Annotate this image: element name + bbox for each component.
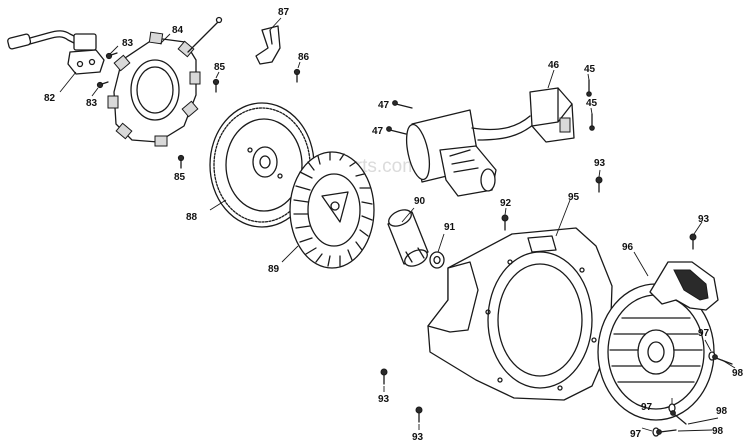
callout-93-upper-right: 93 (594, 158, 606, 169)
leader-lines (59, 17, 736, 432)
callout-93-right: 93 (698, 214, 710, 225)
bolt-93-bottom (415, 406, 423, 423)
callout-93-bottom-left: 93 (378, 394, 390, 405)
callout-97-right: 97 (698, 328, 710, 339)
callout-86: 86 (298, 52, 310, 63)
callout-45-lower: 45 (586, 98, 598, 109)
callout-97-bottom: 97 (641, 402, 653, 413)
callout-88: 88 (186, 212, 198, 223)
callout-45-upper: 45 (584, 64, 596, 75)
screw-83-lower (96, 81, 109, 89)
blower-housing (427, 227, 613, 401)
callout-83-lower: 83 (86, 98, 98, 109)
callout-98-right: 98 (732, 368, 744, 379)
bolt-93-right (689, 233, 697, 250)
callout-90: 90 (414, 196, 426, 207)
starter-motor (405, 109, 497, 197)
callout-85-lower: 85 (174, 172, 186, 183)
callout-47-upper: 47 (378, 100, 390, 111)
callout-95: 95 (568, 192, 580, 203)
callout-89: 89 (268, 264, 280, 275)
screw-86 (293, 68, 301, 83)
callout-93-bottom: 93 (412, 432, 424, 443)
bolt-47-lower (386, 126, 407, 135)
cooling-fan (289, 151, 375, 269)
bolt-93-upper-right (595, 176, 603, 193)
ignition-coil-wire (7, 30, 105, 75)
callout-labels: 82 83 83 84 85 85 86 87 88 89 90 91 92 9… (44, 7, 744, 443)
callout-82: 82 (44, 93, 56, 104)
screw-45-upper (586, 79, 592, 97)
screw-98-bottom (670, 410, 687, 425)
callout-83-upper: 83 (122, 38, 134, 49)
bracket-87 (255, 25, 281, 65)
callout-98-middle: 98 (712, 426, 724, 437)
callout-46: 46 (548, 60, 560, 71)
flywheel-nut (429, 251, 445, 269)
bolt-92 (501, 214, 509, 231)
screw-98-right (712, 354, 733, 365)
bolt-93-bottom-left (380, 368, 388, 385)
screw-85-upper (212, 78, 220, 93)
callout-84: 84 (172, 25, 184, 36)
bolt-47-upper (392, 100, 413, 109)
callout-85-upper: 85 (214, 62, 226, 73)
starter-cup (387, 209, 429, 267)
callout-98-bottom: 98 (716, 406, 728, 417)
callout-87: 87 (278, 7, 290, 18)
screw-83-upper (105, 52, 118, 60)
screw-98-middle (656, 429, 677, 435)
screw-45-lower (589, 113, 595, 131)
callout-96: 96 (622, 242, 634, 253)
starter-solenoid (471, 87, 575, 143)
stator-coil (107, 16, 223, 147)
callout-92: 92 (500, 198, 512, 209)
callout-91: 91 (444, 222, 456, 233)
callout-47-lower: 47 (372, 126, 384, 137)
callout-97-middle: 97 (630, 429, 642, 440)
recoil-starter (597, 261, 719, 421)
